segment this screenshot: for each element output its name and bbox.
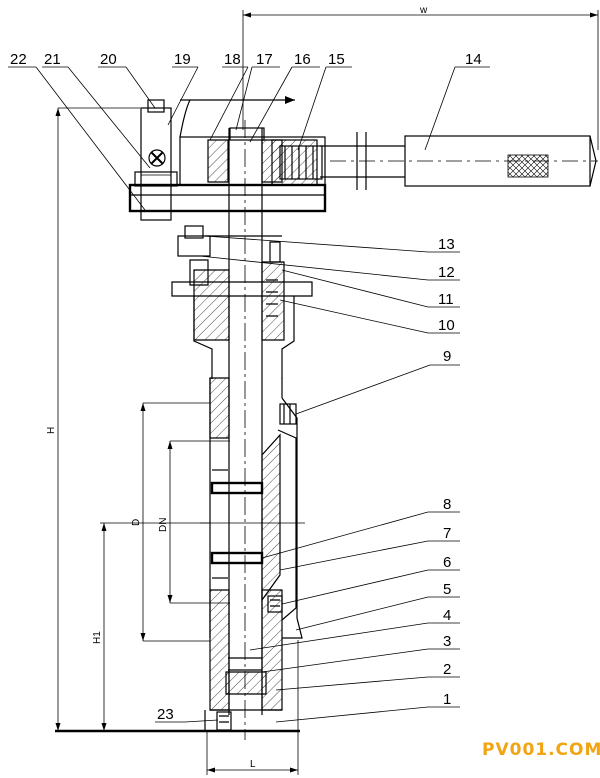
dimension-d-label: D: [131, 519, 142, 526]
part-label-5: 5: [443, 581, 451, 598]
bonnet-packing: [171, 225, 313, 379]
dimension-h1-label: H1: [92, 631, 103, 644]
part-label-14: 14: [465, 51, 482, 68]
part-label-7: 7: [443, 525, 451, 542]
part-label-15: 15: [328, 51, 345, 68]
part-label-10: 10: [438, 317, 455, 334]
part-label-22: 22: [10, 51, 27, 68]
part-label-2: 2: [443, 661, 451, 678]
valve-body: [55, 377, 303, 733]
dimension-dn: DN: [158, 440, 230, 604]
part-label-8: 8: [443, 496, 451, 513]
part-callouts: 22 21 20 19 18 17 16 15 14 13 12: [8, 51, 490, 723]
part-label-20: 20: [100, 51, 117, 68]
part-label-23: 23: [157, 706, 174, 723]
part-label-18: 18: [224, 51, 241, 68]
part-label-9: 9: [443, 348, 451, 365]
part-label-12: 12: [438, 264, 455, 281]
dimension-l: L: [206, 640, 299, 775]
part-label-3: 3: [443, 633, 451, 650]
dimension-d: D: [131, 402, 210, 642]
part-label-19: 19: [174, 51, 191, 68]
part-label-21: 21: [44, 51, 61, 68]
dimension-h1: H1: [92, 522, 210, 731]
valve-stem: [228, 120, 263, 740]
watermark-text: PV001.COM: [482, 740, 600, 760]
dimension-l-label: L: [250, 759, 256, 770]
part-label-4: 4: [443, 607, 451, 624]
top-operator-assembly: [128, 96, 598, 221]
part-label-1: 1: [443, 691, 451, 708]
part-label-17: 17: [256, 51, 273, 68]
part-label-11: 11: [438, 291, 454, 308]
part-label-6: 6: [443, 554, 451, 571]
width-dimension: w: [242, 5, 599, 150]
part-label-16: 16: [294, 51, 311, 68]
dimension-dn-label: DN: [158, 518, 169, 532]
dimension-h-label: H: [46, 427, 57, 434]
height-dimension-h: H: [46, 107, 140, 731]
dimension-w-label: w: [419, 5, 428, 16]
part-label-13: 13: [438, 236, 455, 253]
